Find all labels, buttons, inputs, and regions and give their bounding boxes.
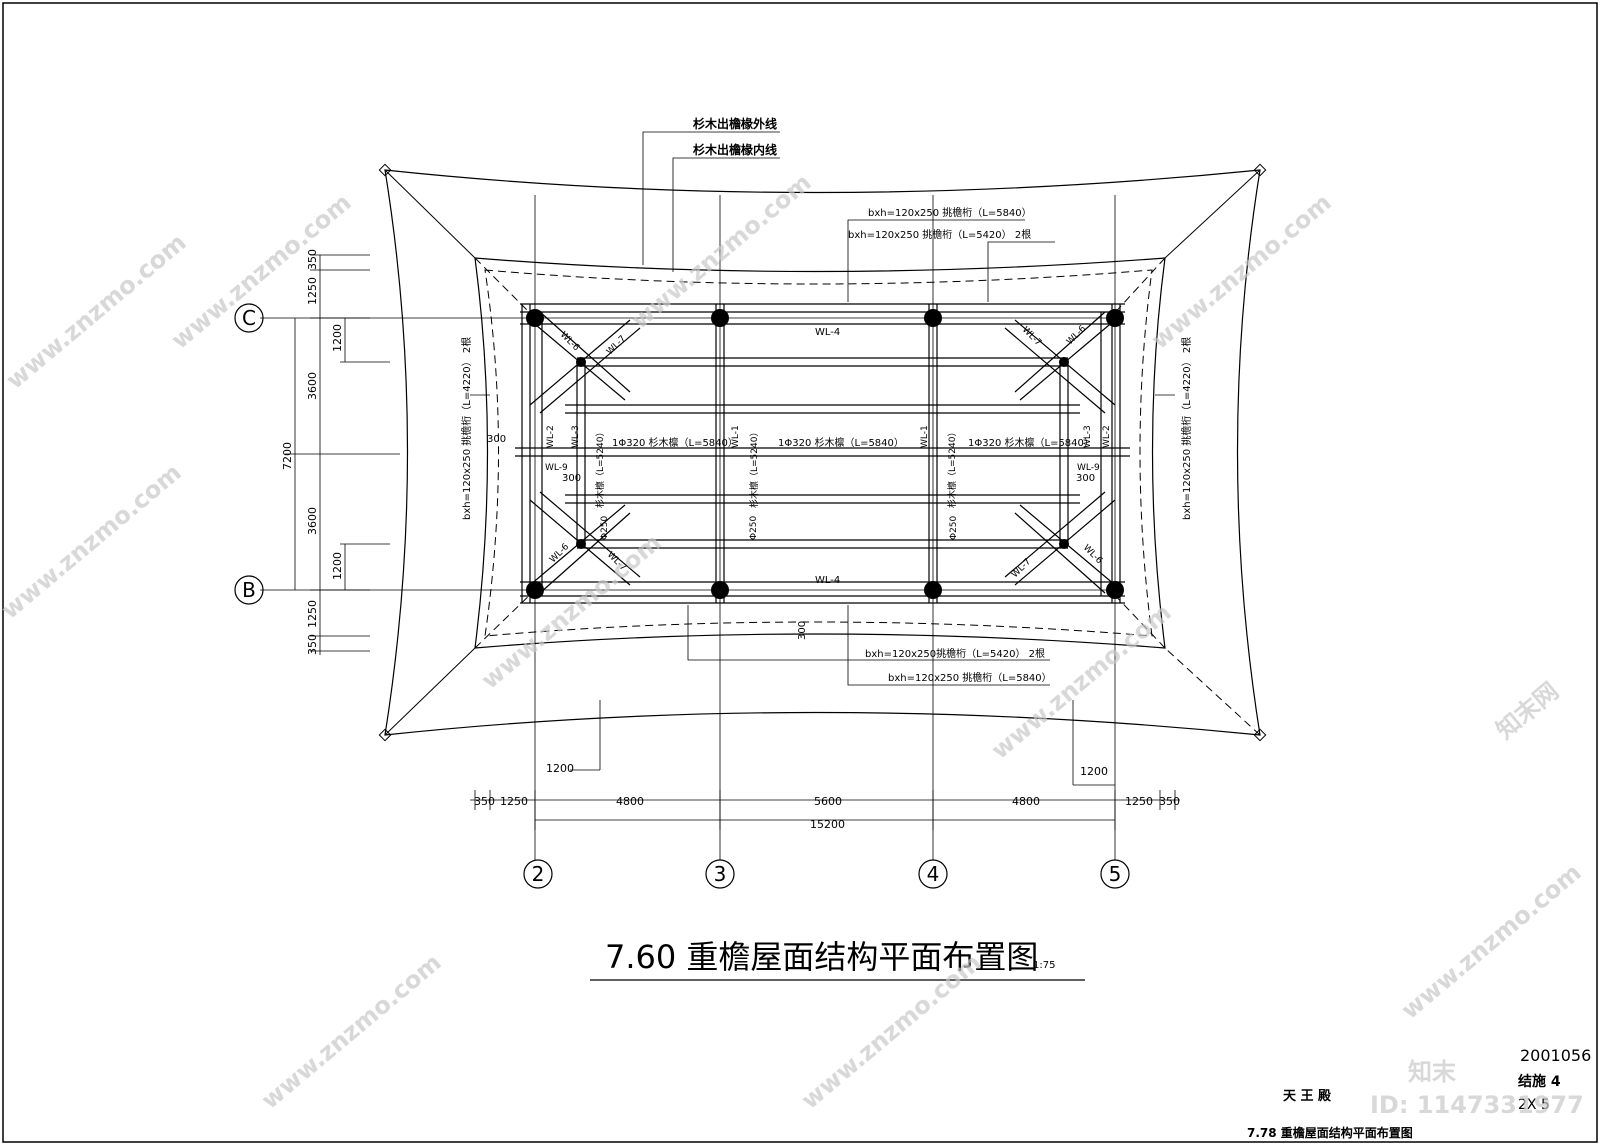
title-block: 2001056 结施 4 2X 5 天 王 殿 7.78 重檐屋面结构平面布置图: [1247, 1046, 1591, 1140]
wl9-right-label: WL-9: [1077, 463, 1100, 473]
columns: [526, 309, 1124, 599]
watermark-10: www.znzmo.com: [1396, 858, 1587, 1024]
bottom-dimensions: [470, 790, 1180, 830]
beam-bottom-label-2: bxh=120x250 挑檐桁（L=5840）: [888, 671, 1052, 684]
eave-inner-label: 杉木出檐椽内线: [693, 142, 777, 157]
svg-text:3600: 3600: [306, 507, 319, 535]
svg-text:350: 350: [306, 249, 319, 270]
grid-bubble-2: [523, 859, 553, 889]
svg-text:1200: 1200: [1080, 765, 1108, 778]
leader-lines: [470, 131, 1175, 786]
phi250-label-3: Φ250: [949, 515, 959, 540]
watermark-cn: 知末网: [1491, 677, 1564, 745]
watermark-6: www.znzmo.com: [476, 528, 667, 694]
svg-text:1200: 1200: [546, 762, 574, 775]
building-name: 天 王 殿: [1283, 1088, 1332, 1104]
grid-label-c: C: [242, 306, 256, 330]
rafter-vert-label-2: 杉木檩（L=5240）: [748, 428, 760, 508]
wl6-tl-label: WL-6: [558, 330, 581, 353]
phi250-label-2: Φ250: [749, 515, 759, 540]
grid-label-3: 3: [714, 862, 727, 886]
grid-bubble-c: [234, 303, 264, 333]
svg-text:1200: 1200: [331, 324, 344, 352]
beams: [515, 303, 1130, 604]
wl4-top-label: WL-4: [815, 327, 840, 338]
wl4-bottom-label: WL-4: [815, 575, 840, 586]
wl1-right-label: WL-1: [920, 425, 930, 448]
svg-text:350: 350: [474, 795, 495, 808]
beam-top-label-2: bxh=120x250 挑檐桁（L=5420） 2根: [848, 228, 1031, 241]
watermark-1: www.znzmo.com: [1, 228, 192, 394]
svg-text:300: 300: [562, 473, 581, 484]
side-left-label: bxh=120x250 挑檐桁（L=4220） 2根: [460, 337, 473, 520]
wl7-br-label: WL-7: [1010, 557, 1033, 580]
watermark-2: www.znzmo.com: [166, 188, 357, 354]
phi250-label-1: Φ250: [600, 515, 610, 540]
watermark-logo: 知末: [1408, 1058, 1457, 1086]
beam-bottom-label-1: bxh=120x250挑檐桁（L=5420） 2根: [865, 647, 1045, 660]
beam-top-label-1: bxh=120x250 挑檐桁（L=5840）: [868, 206, 1032, 219]
svg-text:4800: 4800: [1012, 795, 1040, 808]
purlin-mid-label: 1Φ320 杉木檩（L=5840）: [778, 436, 904, 449]
grid-label-4: 4: [927, 862, 940, 886]
svg-text:1200: 1200: [331, 552, 344, 580]
title-block-subtitle: 7.78 重檐屋面结构平面布置图: [1247, 1125, 1413, 1140]
rafter-vert-label-1: 杉木檩（L=5240）: [594, 428, 606, 508]
svg-text:1250: 1250: [306, 600, 319, 628]
grid-label-5: 5: [1109, 862, 1122, 886]
dimension-text: 350 1250 1200 3600 7200 3600 1200 1250 3…: [281, 249, 1180, 831]
svg-text:1250: 1250: [306, 277, 319, 305]
drawing-number: 2001056: [1520, 1046, 1591, 1065]
wl7-tr-label: WL-7: [1020, 325, 1043, 348]
grid-bubble-4: [918, 859, 948, 889]
grid-label-b: B: [242, 578, 256, 602]
wl9-left-label: WL-9: [545, 463, 568, 473]
svg-text:300: 300: [1076, 473, 1095, 484]
svg-text:350: 350: [306, 634, 319, 655]
drawing-title-text: 7.60 重檐屋面结构平面布置图: [605, 938, 1038, 976]
grid-bubble-3: [705, 859, 735, 889]
svg-text:1250: 1250: [1125, 795, 1153, 808]
side-right-label: bxh=120x250 挑檐桁（L=4220） 2根: [1180, 337, 1193, 520]
svg-text:1250: 1250: [500, 795, 528, 808]
svg-text:350: 350: [1159, 795, 1180, 808]
wl3-left-label: WL-3: [571, 425, 581, 448]
svg-text:300: 300: [797, 621, 808, 640]
svg-text:5600: 5600: [814, 795, 842, 808]
purlin-left-label: 1Φ320 杉木檩（L=5840）: [612, 436, 738, 449]
wl2-right-label: WL-2: [1102, 425, 1112, 448]
grid-bubbles: C B 2 3 4 5: [234, 303, 1130, 889]
wl3-right-label: WL-3: [1083, 425, 1093, 448]
grid-bubble-b: [234, 575, 264, 605]
watermark-5: www.znzmo.com: [0, 458, 187, 624]
sheet-of: 2X 5: [1518, 1097, 1550, 1113]
rafter-vert-label-3: 杉木檩（L=5240）: [946, 428, 958, 508]
svg-text:4800: 4800: [616, 795, 644, 808]
wl1-left-label: WL-1: [731, 425, 741, 448]
svg-text:300: 300: [487, 434, 506, 445]
left-dimensions: [285, 254, 400, 655]
wl6-tr-label: WL-6: [1065, 324, 1088, 347]
watermarks: www.znzmo.com www.znzmo.com www.znzmo.co…: [0, 168, 1587, 1119]
svg-text:7200: 7200: [281, 442, 294, 470]
drawing-title: 7.60 重檐屋面结构平面布置图 1:75: [590, 938, 1085, 981]
wl7-tl-label: WL-7: [605, 334, 628, 357]
roof-outline: [378, 163, 1267, 742]
grid-lines: [260, 195, 1120, 860]
watermark-8: www.znzmo.com: [256, 948, 447, 1114]
svg-text:15200: 15200: [810, 818, 845, 831]
sheet-number: 结施 4: [1518, 1073, 1561, 1090]
eave-outer-label: 杉木出檐椽外线: [693, 116, 777, 131]
grid-bubble-5: [1100, 859, 1130, 889]
svg-text:3600: 3600: [306, 372, 319, 400]
wl2-left-label: WL-2: [546, 425, 556, 448]
purlin-right-label: 1Φ320 杉木檩（L=5840）: [968, 436, 1094, 449]
grid-label-2: 2: [532, 862, 545, 886]
drawing-scale: 1:75: [1033, 960, 1055, 971]
watermark-id: ID: 1147331977: [1370, 1091, 1584, 1119]
